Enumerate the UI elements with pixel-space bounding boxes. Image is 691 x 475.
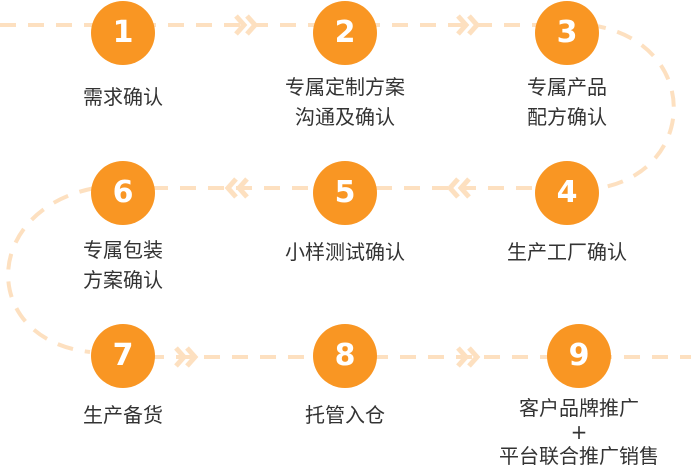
step-4-label: 生产工厂确认 <box>507 240 627 264</box>
step-4-badge: 4 <box>535 161 599 225</box>
step-7-badge: 7 <box>91 324 155 388</box>
chevron-right-icon <box>234 14 481 36</box>
chevron-right-icon <box>174 346 481 368</box>
step-6-label: 专属包装方案确认 <box>83 238 163 292</box>
step-5-badge: 5 <box>313 161 377 225</box>
step-1-label: 需求确认 <box>83 85 163 109</box>
step-8-badge: 8 <box>313 324 377 388</box>
step-8-label: 托管入仓 <box>305 403 385 427</box>
step-6-badge: 6 <box>91 161 155 225</box>
step-3-badge: 3 <box>535 1 599 65</box>
step-9-label: 客户品牌推广+平台联合推广销售 <box>499 396 659 468</box>
step-5-label: 小样测试确认 <box>285 240 405 264</box>
step-2-label: 专属定制方案沟通及确认 <box>285 75 405 129</box>
step-3-label: 专属产品配方确认 <box>527 75 607 129</box>
step-9-badge: 9 <box>547 324 611 388</box>
step-1-badge: 1 <box>91 1 155 65</box>
step-2-badge: 2 <box>313 1 377 65</box>
step-7-label: 生产备货 <box>83 403 163 427</box>
chevron-left-icon <box>224 177 471 199</box>
